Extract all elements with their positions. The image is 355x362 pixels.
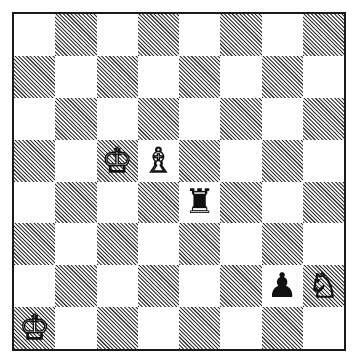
square-f4[interactable] — [220, 182, 261, 224]
square-a8[interactable] — [14, 14, 55, 56]
square-f6[interactable] — [220, 98, 261, 140]
square-f8[interactable] — [220, 14, 261, 56]
chess-board: ♔♗♜♟♘♔ — [12, 12, 346, 351]
square-b2[interactable] — [55, 265, 96, 307]
square-b6[interactable] — [55, 98, 96, 140]
square-g4[interactable] — [262, 182, 303, 224]
square-e6[interactable] — [179, 98, 220, 140]
square-d4[interactable] — [138, 182, 179, 224]
square-b1[interactable] — [55, 307, 96, 349]
square-c7[interactable] — [97, 56, 138, 98]
square-e7[interactable] — [179, 56, 220, 98]
square-d1[interactable] — [138, 307, 179, 349]
square-b4[interactable] — [55, 182, 96, 224]
square-h1[interactable] — [303, 307, 344, 349]
square-c8[interactable] — [97, 14, 138, 56]
square-h4[interactable] — [303, 182, 344, 224]
square-a4[interactable] — [14, 182, 55, 224]
square-f3[interactable] — [220, 223, 261, 265]
white-bishop-icon[interactable]: ♗ — [138, 140, 179, 182]
square-a1[interactable]: ♔ — [14, 307, 55, 349]
square-g1[interactable] — [262, 307, 303, 349]
square-f7[interactable] — [220, 56, 261, 98]
square-h8[interactable] — [303, 14, 344, 56]
square-c6[interactable] — [97, 98, 138, 140]
square-e5[interactable] — [179, 140, 220, 182]
square-a2[interactable] — [14, 265, 55, 307]
square-h5[interactable] — [303, 140, 344, 182]
square-c1[interactable] — [97, 307, 138, 349]
square-c2[interactable] — [97, 265, 138, 307]
black-rook-icon[interactable]: ♜ — [179, 182, 220, 224]
white-king-icon[interactable]: ♔ — [14, 307, 55, 349]
square-g6[interactable] — [262, 98, 303, 140]
square-b7[interactable] — [55, 56, 96, 98]
square-g5[interactable] — [262, 140, 303, 182]
square-d8[interactable] — [138, 14, 179, 56]
square-g3[interactable] — [262, 223, 303, 265]
square-e8[interactable] — [179, 14, 220, 56]
square-c5[interactable]: ♔ — [97, 140, 138, 182]
white-knight-icon[interactable]: ♘ — [303, 265, 344, 307]
square-b5[interactable] — [55, 140, 96, 182]
square-e2[interactable] — [179, 265, 220, 307]
square-g8[interactable] — [262, 14, 303, 56]
square-h7[interactable] — [303, 56, 344, 98]
square-a6[interactable] — [14, 98, 55, 140]
square-g7[interactable] — [262, 56, 303, 98]
square-a5[interactable] — [14, 140, 55, 182]
square-a3[interactable] — [14, 223, 55, 265]
square-f1[interactable] — [220, 307, 261, 349]
square-c3[interactable] — [97, 223, 138, 265]
square-g2[interactable]: ♟ — [262, 265, 303, 307]
square-f5[interactable] — [220, 140, 261, 182]
square-b3[interactable] — [55, 223, 96, 265]
square-c4[interactable] — [97, 182, 138, 224]
square-e3[interactable] — [179, 223, 220, 265]
square-d7[interactable] — [138, 56, 179, 98]
square-e1[interactable] — [179, 307, 220, 349]
square-b8[interactable] — [55, 14, 96, 56]
square-a7[interactable] — [14, 56, 55, 98]
white-king-icon[interactable]: ♔ — [97, 140, 138, 182]
black-pawn-icon[interactable]: ♟ — [262, 265, 303, 307]
square-d6[interactable] — [138, 98, 179, 140]
square-h6[interactable] — [303, 98, 344, 140]
square-d3[interactable] — [138, 223, 179, 265]
square-e4[interactable]: ♜ — [179, 182, 220, 224]
square-h3[interactable] — [303, 223, 344, 265]
square-d5[interactable]: ♗ — [138, 140, 179, 182]
square-f2[interactable] — [220, 265, 261, 307]
square-h2[interactable]: ♘ — [303, 265, 344, 307]
square-d2[interactable] — [138, 265, 179, 307]
